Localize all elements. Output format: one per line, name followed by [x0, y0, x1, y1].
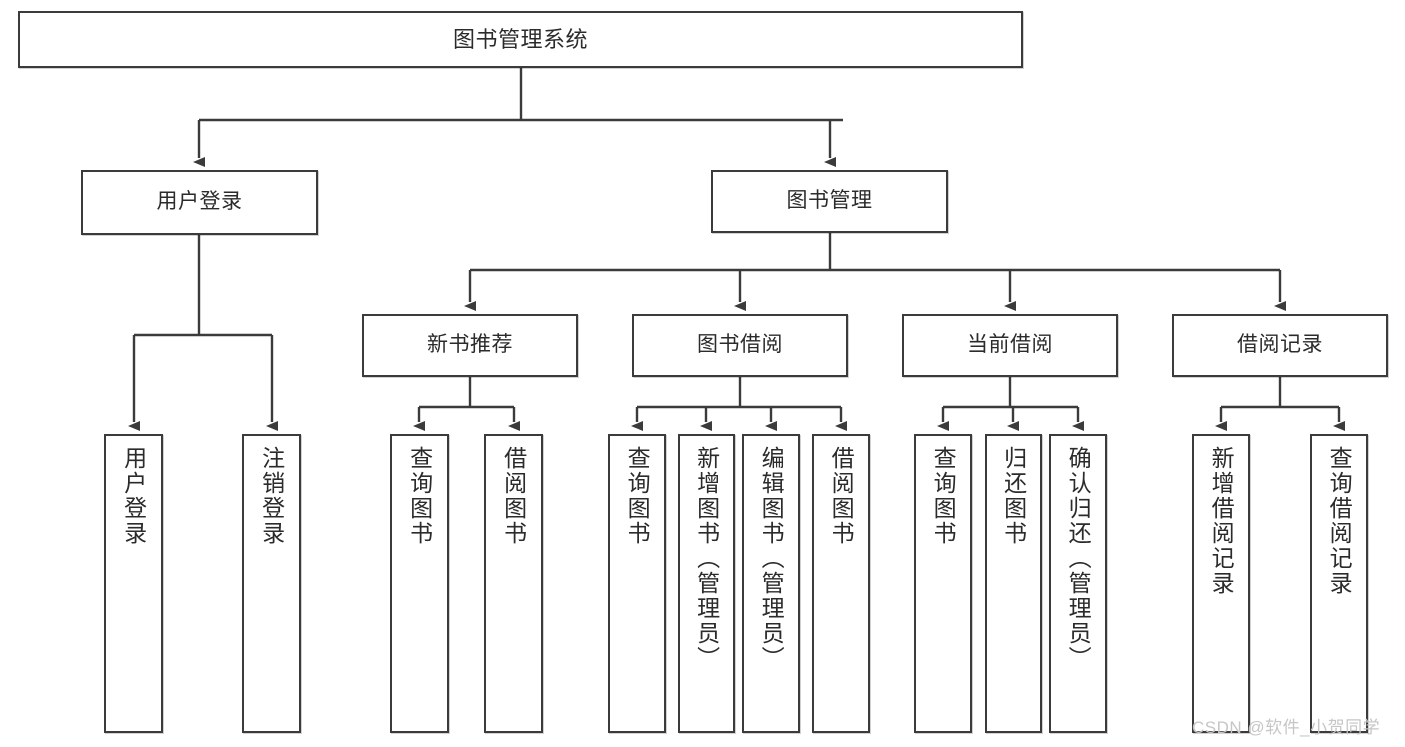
- node-label: 注销登录: [258, 446, 285, 546]
- node-label: 图书管理: [786, 189, 873, 213]
- node-new-book-recommend[interactable]: 新书推荐: [362, 314, 578, 377]
- node-label: 新增图书（管理员）: [693, 446, 720, 671]
- leaf-current-borrow-confirm-return-admin[interactable]: 确认归还（管理员）: [1049, 434, 1107, 733]
- node-label: 当前借阅: [967, 333, 1053, 357]
- node-book-borrow[interactable]: 图书借阅: [632, 314, 848, 377]
- leaf-book-borrow-query-book[interactable]: 查询图书: [608, 434, 666, 733]
- leaf-book-borrow-borrow-book[interactable]: 借阅图书: [812, 434, 870, 733]
- node-label: 查询图书: [406, 446, 433, 546]
- node-current-borrow[interactable]: 当前借阅: [902, 314, 1118, 377]
- node-label: 借阅图书: [828, 446, 855, 546]
- node-borrow-record[interactable]: 借阅记录: [1172, 314, 1388, 377]
- leaf-current-borrow-return-book[interactable]: 归还图书: [985, 434, 1042, 733]
- node-book-management[interactable]: 图书管理: [711, 170, 948, 233]
- node-label: 归还图书: [1000, 446, 1027, 546]
- node-user-login[interactable]: 用户登录: [81, 170, 318, 235]
- node-label: 查询图书: [930, 446, 957, 546]
- csdn-watermark: CSDN @软件_小贺同学: [1192, 718, 1381, 737]
- node-label: 编辑图书（管理员）: [758, 446, 785, 671]
- node-label: 图书管理系统: [452, 26, 588, 52]
- node-label: 借阅记录: [1237, 333, 1323, 357]
- node-root-book-management-system[interactable]: 图书管理系统: [18, 11, 1023, 68]
- node-label: 用户登录: [120, 446, 147, 546]
- node-label: 用户登录: [156, 190, 243, 214]
- leaf-new-book-borrow-book[interactable]: 借阅图书: [484, 434, 543, 733]
- leaf-borrow-record-query-record[interactable]: 查询借阅记录: [1310, 434, 1368, 733]
- leaf-borrow-record-add-record[interactable]: 新增借阅记录: [1192, 434, 1250, 733]
- node-label: 图书借阅: [697, 333, 783, 357]
- node-label: 查询借阅记录: [1326, 446, 1353, 596]
- leaf-book-borrow-edit-book-admin[interactable]: 编辑图书（管理员）: [742, 434, 800, 733]
- leaf-current-borrow-query-book[interactable]: 查询图书: [914, 434, 972, 733]
- leaf-book-borrow-add-book-admin[interactable]: 新增图书（管理员）: [678, 434, 735, 733]
- leaf-new-book-query-book[interactable]: 查询图书: [390, 434, 449, 733]
- leaf-user-login-login[interactable]: 用户登录: [104, 434, 163, 733]
- node-label: 新书推荐: [427, 333, 513, 357]
- node-label: 查询图书: [624, 446, 651, 546]
- node-label: 新增借阅记录: [1208, 446, 1235, 596]
- node-label: 确认归还（管理员）: [1065, 446, 1092, 671]
- leaf-user-login-logout[interactable]: 注销登录: [242, 434, 301, 733]
- node-label: 借阅图书: [500, 446, 527, 546]
